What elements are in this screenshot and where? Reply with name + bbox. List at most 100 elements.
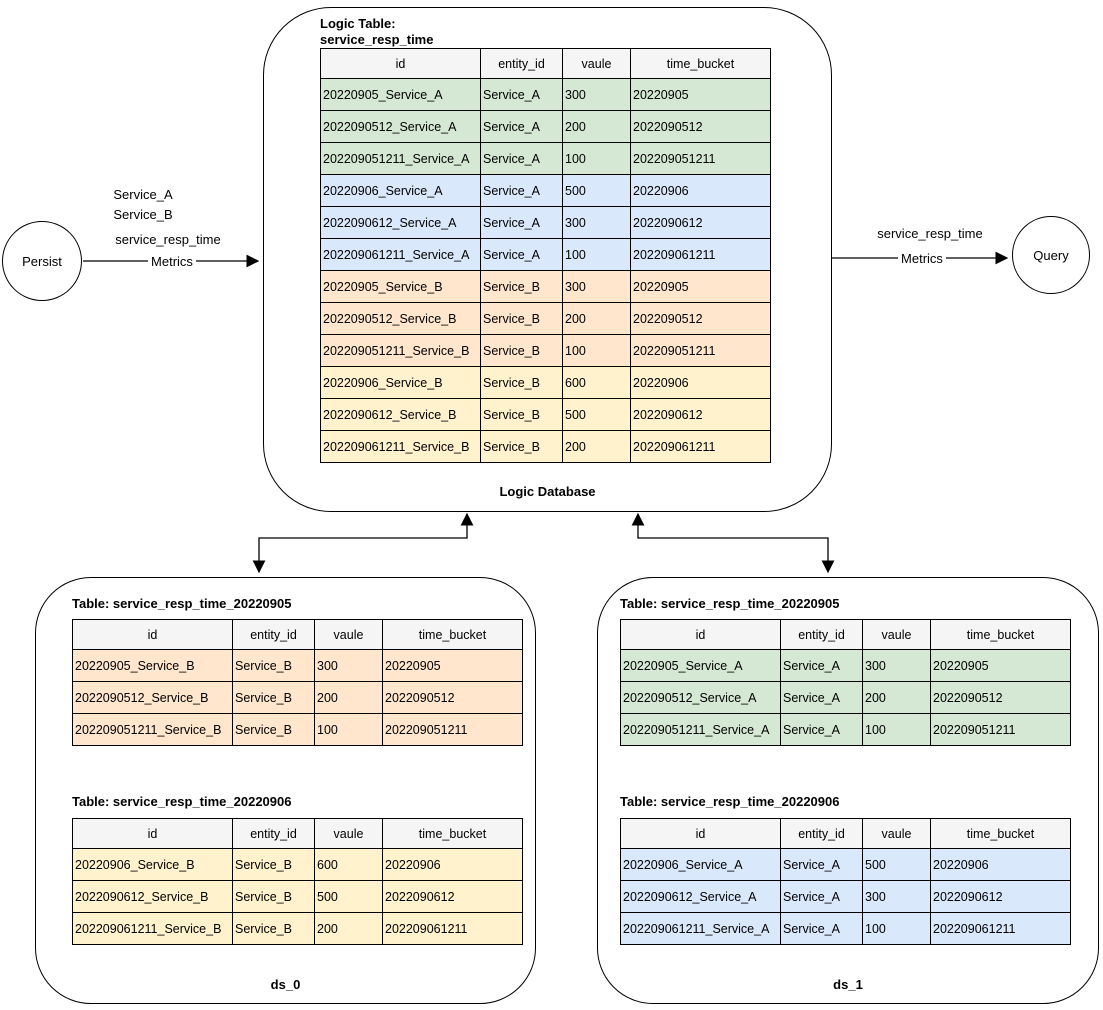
- table-cell: 2022090612: [930, 880, 1071, 913]
- column-header: entity_id: [780, 619, 863, 650]
- table-cell: Service_A: [480, 238, 563, 271]
- persist-node-label: Persist: [22, 253, 62, 269]
- table-cell: 2022090612_Service_B: [320, 398, 481, 431]
- table-cell: 202209051211: [630, 334, 771, 367]
- table-cell: 2022090512: [930, 681, 1071, 714]
- ds1-table2-title: Table: service_resp_time_20220906: [620, 794, 840, 809]
- table-cell: 20220905_Service_A: [620, 649, 781, 682]
- table-cell: 20220905_Service_B: [320, 270, 481, 303]
- column-header: time_bucket: [382, 619, 523, 650]
- table-cell: 20220905: [630, 270, 771, 303]
- logic-table-title-line1: Logic Table:: [320, 16, 396, 31]
- table-cell: 200: [314, 681, 383, 714]
- column-header: vaule: [862, 818, 931, 849]
- ds1-table1-title: Table: service_resp_time_20220905: [620, 596, 840, 611]
- table-cell: 20220906: [930, 848, 1071, 881]
- table-cell: 2022090512: [630, 110, 771, 143]
- table-cell: 20220906_Service_B: [72, 848, 233, 881]
- table-cell: 20220906: [382, 848, 523, 881]
- table-cell: 202209061211: [630, 430, 771, 463]
- table-cell: 202209061211: [930, 912, 1071, 945]
- table-cell: 300: [314, 649, 383, 682]
- table-cell: 202209051211: [930, 713, 1071, 746]
- table-cell: 2022090512_Service_B: [320, 302, 481, 335]
- table-cell: Service_B: [232, 848, 315, 881]
- table-cell: 20220906_Service_A: [320, 174, 481, 207]
- table-cell: 300: [562, 78, 631, 111]
- table-cell: Service_B: [480, 430, 563, 463]
- table-cell: 2022090612: [630, 398, 771, 431]
- table-cell: 202209051211_Service_B: [320, 334, 481, 367]
- table-cell: 600: [314, 848, 383, 881]
- table-cell: 202209051211_Service_B: [72, 713, 233, 746]
- table-cell: 100: [314, 713, 383, 746]
- table-cell: 202209051211: [382, 713, 523, 746]
- query-edge-metric-label: service_resp_time: [877, 226, 983, 241]
- table-cell: 202209051211_Service_A: [320, 142, 481, 175]
- table-cell: 300: [562, 206, 631, 239]
- table-cell: Service_A: [780, 681, 863, 714]
- table-cell: 2022090512_Service_A: [620, 681, 781, 714]
- table-cell: Service_A: [480, 110, 563, 143]
- persist-node: Persist: [2, 221, 82, 301]
- column-header: time_bucket: [382, 818, 523, 849]
- table-cell: 202209061211_Service_B: [320, 430, 481, 463]
- column-header: vaule: [314, 818, 383, 849]
- table-cell: 200: [562, 430, 631, 463]
- column-header: id: [72, 619, 233, 650]
- table-cell: Service_B: [232, 649, 315, 682]
- query-node-label: Query: [1033, 247, 1069, 263]
- table-cell: 202209061211_Service_A: [620, 912, 781, 945]
- table-cell: 200: [862, 681, 931, 714]
- table-cell: 202209061211_Service_B: [72, 912, 233, 945]
- table-cell: 100: [562, 238, 631, 271]
- table-cell: 2022090512: [630, 302, 771, 335]
- table-cell: Service_A: [480, 174, 563, 207]
- table-cell: 202209051211: [630, 142, 771, 175]
- table-cell: 20220905: [382, 649, 523, 682]
- query-node: Query: [1012, 216, 1090, 294]
- table-cell: 500: [314, 880, 383, 913]
- table-cell: 100: [862, 713, 931, 746]
- table-cell: 2022090512: [382, 681, 523, 714]
- table-cell: Service_B: [480, 270, 563, 303]
- table-cell: 200: [562, 110, 631, 143]
- service-b-label: Service_B: [113, 207, 173, 222]
- table-cell: 20220905_Service_B: [72, 649, 233, 682]
- table-cell: Service_B: [232, 713, 315, 746]
- table-cell: 20220905: [930, 649, 1071, 682]
- table-cell: 300: [562, 270, 631, 303]
- table-cell: 2022090512_Service_B: [72, 681, 233, 714]
- table-cell: 500: [562, 398, 631, 431]
- column-header: id: [320, 48, 481, 79]
- table-cell: 2022090612: [630, 206, 771, 239]
- table-cell: Service_A: [480, 142, 563, 175]
- table-cell: 2022090512_Service_A: [320, 110, 481, 143]
- column-header: time_bucket: [930, 818, 1071, 849]
- table-cell: Service_B: [232, 681, 315, 714]
- table-cell: Service_A: [780, 713, 863, 746]
- persist-edge-metric-label: service_resp_time: [115, 232, 221, 247]
